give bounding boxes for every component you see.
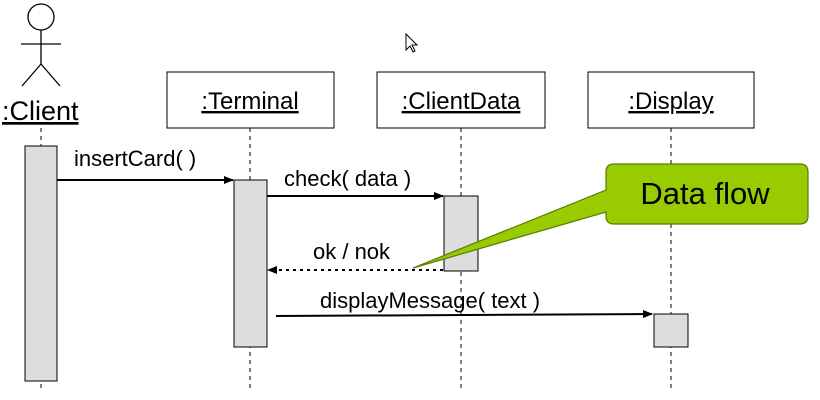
data-flow-callout: Data flow <box>412 163 809 269</box>
insert-card-label: insertCard( ) <box>74 146 196 171</box>
display-object-label: :Display <box>628 88 713 115</box>
terminal-activation <box>233 179 268 348</box>
client-actor-label: :Client <box>2 96 79 126</box>
clientdata-object-label: :ClientData <box>402 88 521 115</box>
display-message-arrow <box>275 310 653 319</box>
client-actor-icon <box>21 3 61 87</box>
clientdata-object: :ClientData <box>376 71 546 129</box>
callout-shape <box>412 163 809 269</box>
display-message-label: displayMessage( text ) <box>320 288 540 313</box>
ok-nok-label: ok / nok <box>313 239 391 264</box>
check-label: check( data ) <box>284 166 411 191</box>
display-object: :Display <box>587 71 755 129</box>
client-activation <box>24 145 58 382</box>
display-activation <box>653 313 689 348</box>
clientdata-activation <box>443 195 479 272</box>
mouse-cursor-icon <box>405 32 419 53</box>
callout-text: Data flow <box>640 176 770 211</box>
terminal-object: :Terminal <box>166 71 335 129</box>
terminal-object-label: :Terminal <box>201 88 298 115</box>
